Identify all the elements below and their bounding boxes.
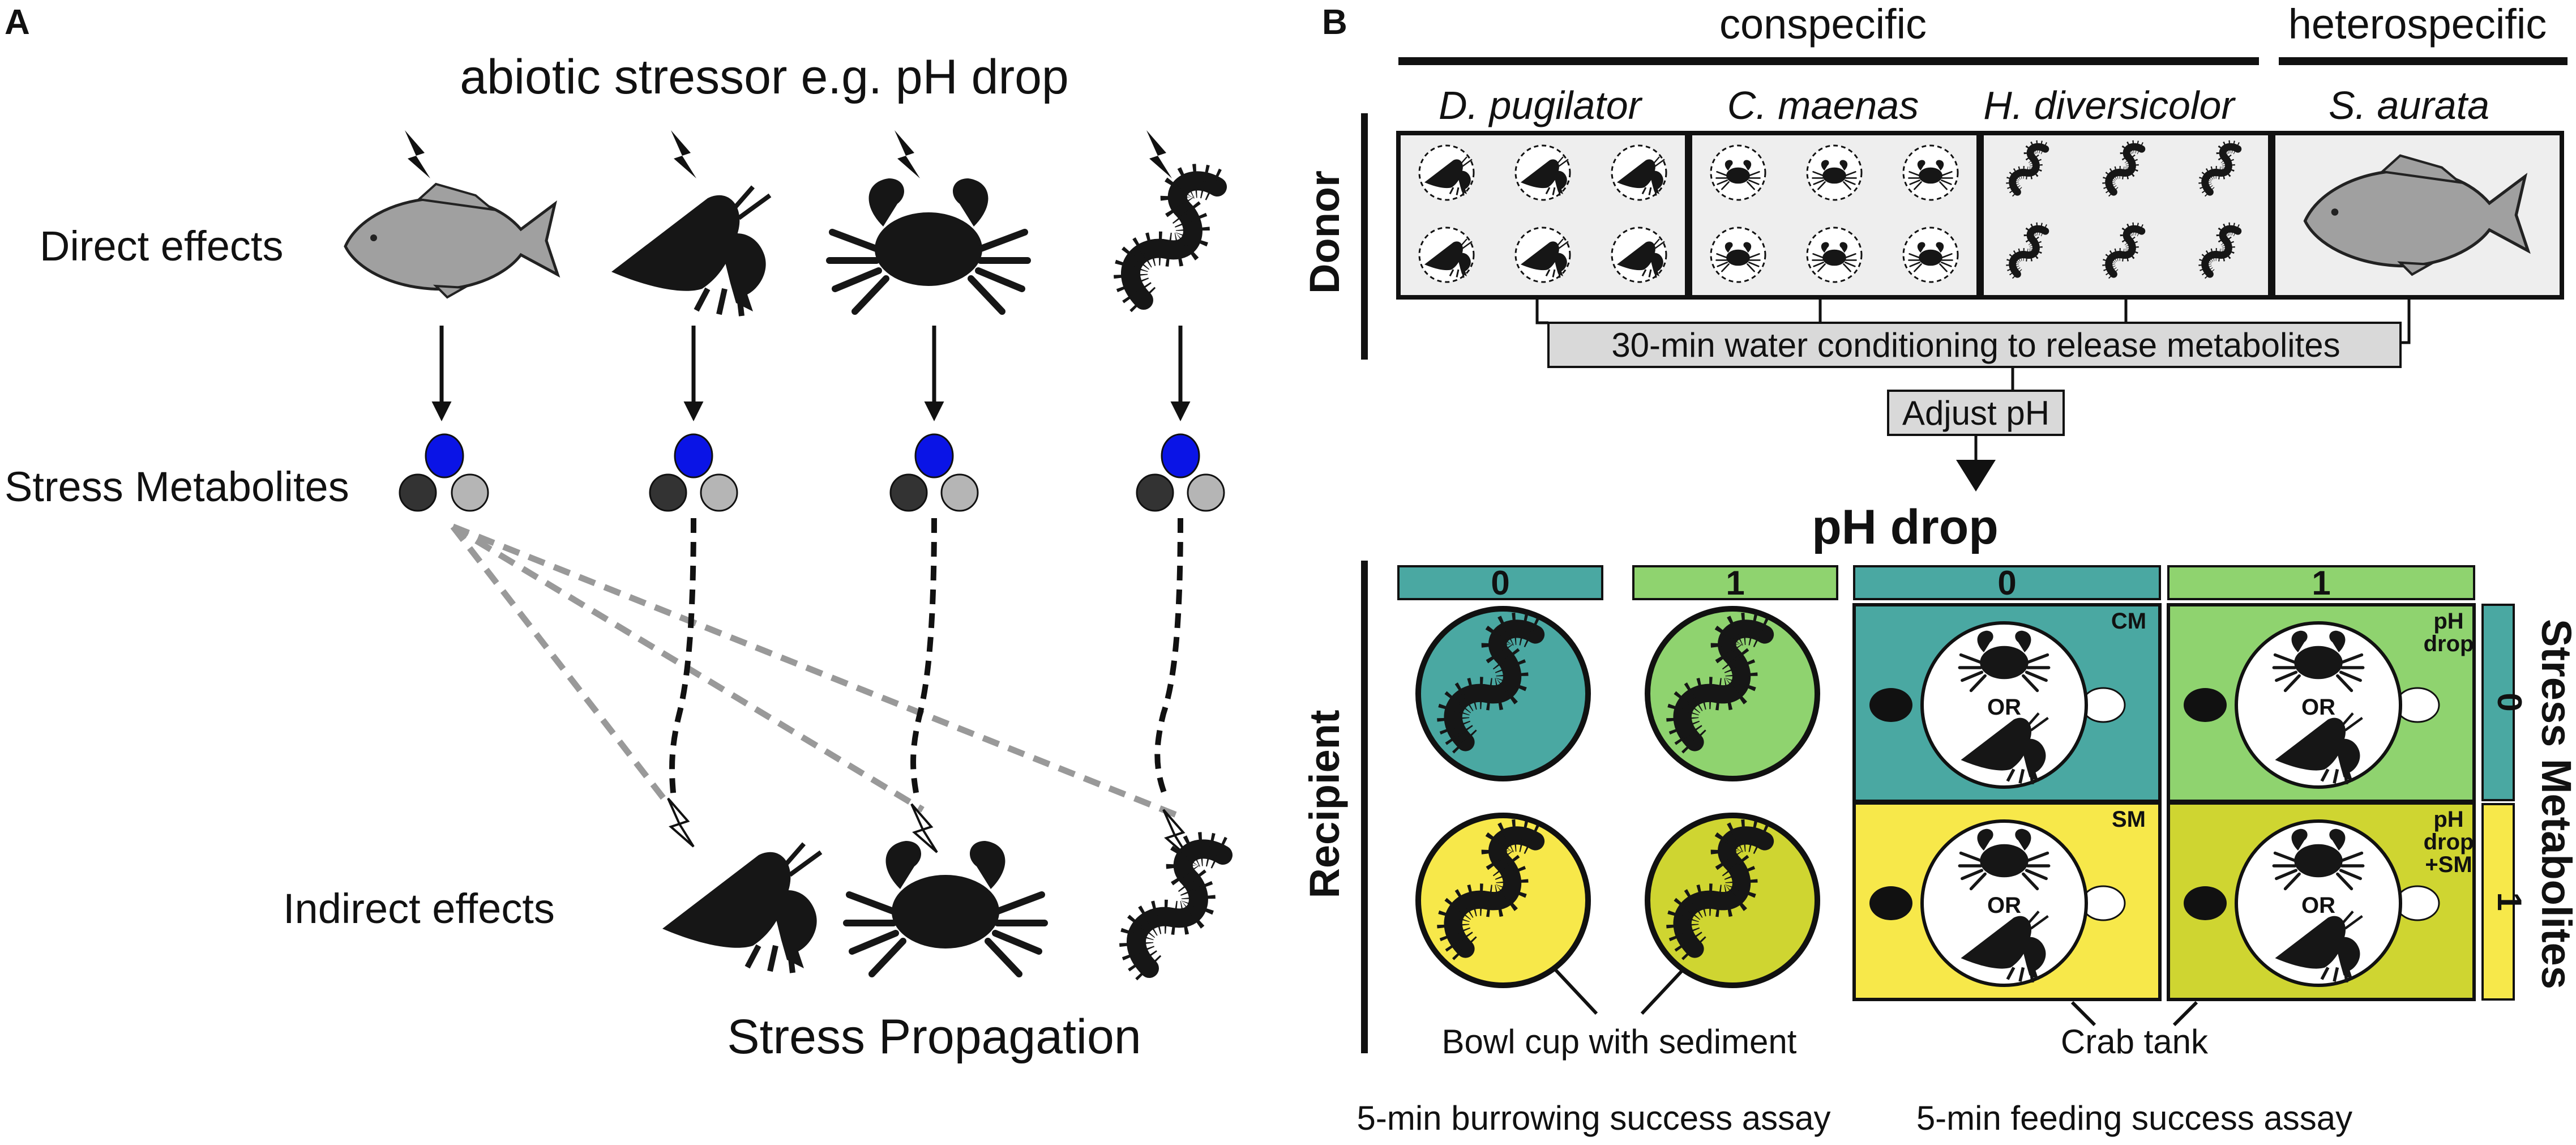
lightning-icon bbox=[1146, 130, 1172, 178]
species-d-pugilator: D. pugilator bbox=[1439, 83, 1643, 127]
bowl-cup bbox=[1645, 813, 1820, 988]
conditioning-box bbox=[1547, 322, 2402, 368]
bowl-cup-label: Bowl cup with sediment bbox=[1442, 1023, 1797, 1061]
donor-label: Donor bbox=[1301, 170, 1348, 294]
sm-tab-label: 1 bbox=[2491, 892, 2528, 911]
sm-tab-label: 0 bbox=[2491, 693, 2528, 711]
donor-box-h-diversicolor bbox=[1979, 131, 2273, 300]
level-tab-label: 0 bbox=[1491, 564, 1509, 602]
conditioning-label: 30-min water conditioning to release met… bbox=[1611, 326, 2340, 364]
stress-metabolites-label: Stress Metabolites bbox=[5, 463, 349, 510]
crab-tank-sm: OR SM bbox=[1852, 801, 2162, 1001]
bowl-cup bbox=[1415, 813, 1591, 988]
level-tab-label: 0 bbox=[1997, 564, 2016, 602]
panel-b-label: B bbox=[1322, 3, 1347, 42]
svg-text:OR: OR bbox=[1987, 695, 2021, 720]
stress-propagation-label: Stress Propagation bbox=[727, 1010, 1141, 1064]
svg-text:OR: OR bbox=[1987, 893, 2021, 918]
pointer-line bbox=[2172, 1001, 2198, 1027]
bowl-cup bbox=[1645, 606, 1820, 781]
stress-metabolites-axis: Stress Metabolites bbox=[2533, 619, 2576, 989]
level-tab bbox=[1853, 565, 2161, 600]
hermit-crab-icon bbox=[662, 844, 821, 973]
crab-tank-ph-drop: OR pH drop bbox=[2167, 603, 2476, 803]
lightning-icon bbox=[405, 130, 430, 178]
metabolite-triad bbox=[889, 433, 979, 512]
lightning-icon bbox=[895, 130, 920, 178]
connector bbox=[1535, 297, 1548, 324]
sm-tab bbox=[2481, 604, 2515, 801]
lightning-icon bbox=[671, 130, 696, 178]
donor-box-c-maenas bbox=[1688, 131, 1981, 300]
level-tab bbox=[1632, 565, 1838, 600]
feeding-assay-label: 5-min feeding success assay bbox=[1916, 1099, 2352, 1137]
svg-text:drop: drop bbox=[2424, 830, 2474, 855]
fish-icon bbox=[345, 184, 558, 297]
adjust-ph-label: Adjust pH bbox=[1902, 394, 2049, 432]
pointer-line bbox=[2070, 1001, 2096, 1027]
dashed-link bbox=[450, 524, 671, 806]
level-tab-label: 1 bbox=[2312, 564, 2330, 602]
lightning-icon bbox=[667, 797, 695, 848]
dashed-link bbox=[910, 518, 937, 799]
panel-a-label: A bbox=[5, 3, 30, 42]
indirect-effects-label: Indirect effects bbox=[283, 885, 555, 932]
crab-tank-ph-drop-sm: OR pH drop +SM bbox=[2167, 801, 2476, 1001]
dashed-link bbox=[669, 518, 696, 799]
worm-icon bbox=[1131, 181, 1217, 300]
svg-text:drop: drop bbox=[2424, 631, 2474, 656]
hermit-crab-icon bbox=[611, 187, 770, 316]
burrowing-assay-label: 5-min burrowing success assay bbox=[1357, 1099, 1831, 1137]
crab-tank-cm: OR CM bbox=[1852, 603, 2162, 803]
dashed-link bbox=[451, 523, 1179, 819]
crab-icon bbox=[829, 178, 1028, 311]
worm-icon bbox=[1136, 849, 1223, 968]
heterospecific-label: heterospecific bbox=[2288, 1, 2547, 48]
recipient-label: Recipient bbox=[1301, 710, 1348, 898]
ph-drop-title: pH drop bbox=[1812, 500, 1999, 554]
donor-box-d-pugilator bbox=[1396, 131, 1689, 300]
arrow-head bbox=[1956, 460, 1996, 492]
pointer-line bbox=[1640, 967, 1686, 1015]
pointer-line bbox=[1552, 967, 1598, 1015]
svg-text:OR: OR bbox=[2301, 893, 2335, 918]
svg-text:OR: OR bbox=[2301, 695, 2335, 720]
tank-tag: CM bbox=[2111, 609, 2146, 634]
level-tab-label: 1 bbox=[1726, 564, 1744, 602]
svg-text:pH: pH bbox=[2433, 609, 2463, 634]
crab-tank-label: Crab tank bbox=[2061, 1023, 2209, 1061]
sm-tab bbox=[2481, 803, 2515, 1001]
adjust-ph-box bbox=[1887, 390, 2065, 436]
metabolite-triad bbox=[399, 433, 489, 512]
connector bbox=[2400, 297, 2411, 344]
conspecific-label: conspecific bbox=[1719, 1, 1927, 48]
level-tab bbox=[1397, 565, 1603, 600]
svg-text:+SM: +SM bbox=[2425, 852, 2472, 877]
svg-text:pH: pH bbox=[2433, 807, 2463, 832]
panel-a-title: abiotic stressor e.g. pH drop bbox=[460, 50, 1069, 104]
metabolite-triad bbox=[1136, 433, 1225, 512]
crab-icon bbox=[846, 841, 1045, 974]
species-s-aurata: S. aurata bbox=[2329, 83, 2489, 127]
species-h-diversicolor: H. diversicolor bbox=[1983, 83, 2236, 127]
direct-effects-label: Direct effects bbox=[40, 223, 283, 270]
level-tab bbox=[2167, 565, 2475, 600]
bowl-cup bbox=[1415, 606, 1591, 781]
donor-box-s-aurata bbox=[2271, 131, 2564, 300]
species-c-maenas: C. maenas bbox=[1727, 83, 1919, 127]
tank-tag: SM bbox=[2112, 807, 2146, 832]
dashed-link bbox=[1154, 518, 1183, 800]
metabolite-triad bbox=[649, 433, 738, 512]
